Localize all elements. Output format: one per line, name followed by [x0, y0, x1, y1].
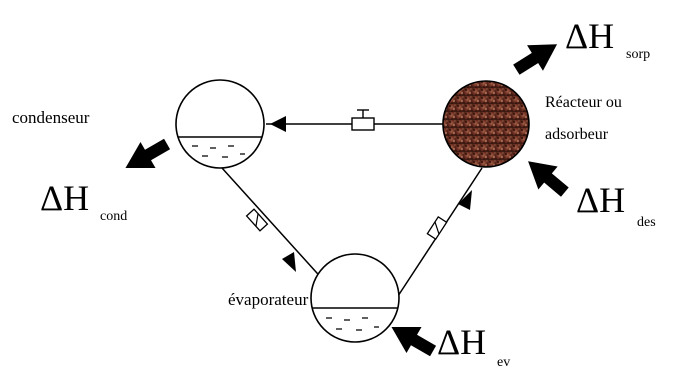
delta-h-ev-symbol: ΔH — [437, 322, 486, 362]
reactor-label-line2: adsorbeur — [545, 126, 609, 143]
delta-h-sorp-symbol: ΔH — [565, 16, 614, 56]
condenser-vessel — [175, 79, 265, 169]
delta-h-des-symbol: ΔH — [576, 180, 625, 220]
delta-h-cond-subscript: cond — [100, 209, 127, 224]
delta-h-cond-symbol: ΔH — [40, 178, 89, 218]
flow-arrow-icon — [270, 116, 286, 132]
evaporator-vessel — [310, 253, 400, 343]
delta-h-sorp: ΔH sorp — [565, 16, 650, 62]
heat-in-ev-arrow-icon — [391, 327, 437, 357]
check-valve-icon — [426, 215, 448, 241]
heat-out-cond-arrow-icon — [125, 138, 171, 168]
reactor-label-line1: Réacteur ou — [545, 94, 622, 111]
reactor-adsorber — [442, 80, 530, 168]
flow-arrow-icon — [282, 252, 296, 272]
reactor-to-condenser-line — [266, 109, 444, 132]
heat-in-des-arrow-icon — [528, 161, 569, 197]
delta-h-ev: ΔH ev — [437, 322, 510, 370]
expansion-valve-icon — [245, 208, 269, 232]
evaporator-label: évaporateur — [228, 290, 309, 309]
heat-out-sorp-arrow-icon — [513, 44, 558, 75]
delta-h-des: ΔH des — [576, 180, 656, 230]
delta-h-sorp-subscript: sorp — [626, 47, 650, 62]
delta-h-ev-subscript: ev — [497, 355, 510, 370]
condenser-label: condenseur — [12, 108, 90, 127]
delta-h-des-subscript: des — [637, 215, 656, 230]
flow-arrow-icon — [458, 190, 472, 210]
evaporator-to-reactor-line — [397, 167, 483, 297]
condenser-to-evaporator-line — [221, 167, 327, 284]
valve-icon — [351, 109, 375, 131]
delta-h-cond: ΔH cond — [40, 178, 127, 224]
